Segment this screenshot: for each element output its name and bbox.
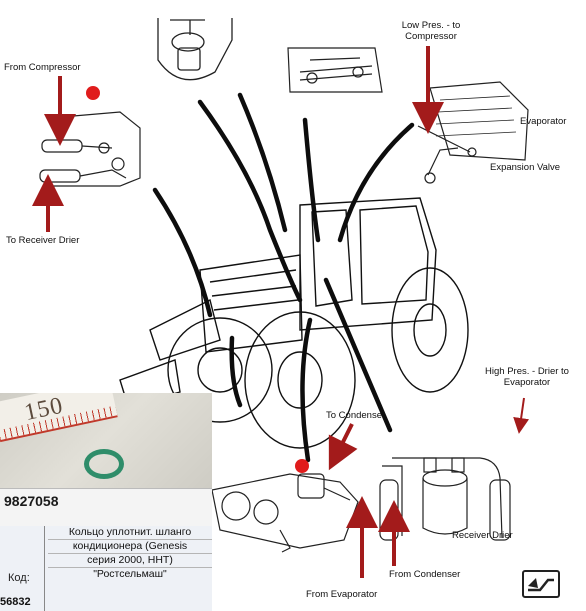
description-line-3: серия 2000, HHT)	[48, 554, 212, 568]
product-sku: 9827058	[4, 493, 59, 509]
label-high-pres-line2: Evaporator	[503, 377, 551, 388]
return-arrow-icon[interactable]	[522, 570, 560, 598]
red-marker-top	[86, 86, 100, 100]
top-fitting-inset	[157, 18, 233, 81]
ruler: 150	[0, 393, 118, 443]
label-to-receiver-drier: To Receiver Drier	[6, 235, 80, 246]
product-info: Код: 56832 Кольцо уплотнит. шланго конди…	[0, 526, 212, 611]
label-evaporator: Evaporator	[520, 116, 567, 127]
hose-lines	[152, 92, 415, 463]
code-value: 56832	[0, 596, 31, 608]
label-from-evaporator: From Evaporator	[306, 589, 378, 600]
info-divider	[44, 526, 45, 611]
description-line-1: Кольцо уплотнит. шланго	[48, 526, 212, 540]
condenser-fitting-inset	[211, 473, 359, 553]
description-line-2: кондиционера (Genesis	[48, 540, 212, 554]
code-label: Код:	[8, 572, 30, 584]
label-expansion-valve: Expansion Valve	[490, 162, 561, 173]
red-arrows	[32, 46, 530, 578]
arrow-high-pres	[513, 397, 530, 434]
label-from-compressor: From Compressor	[4, 62, 81, 73]
label-to-condenser: To Condenser	[326, 410, 386, 421]
product-description: Кольцо уплотнит. шланго кондиционера (Ge…	[48, 526, 212, 581]
arrow-to-condenser	[328, 423, 358, 471]
label-from-condenser: From Condenser	[389, 569, 461, 580]
return-arrow-glyph	[528, 578, 554, 592]
description-line-4: "Ростсельмаш"	[93, 568, 167, 580]
tractor	[119, 197, 469, 449]
red-marker-bottom	[295, 459, 309, 473]
discharge-hose-inset	[39, 111, 141, 187]
label-high-pres: High Pres. - Drier to Evaporator	[476, 366, 578, 388]
label-low-pres-line2: Compressor	[405, 31, 457, 42]
label-receiver-drier: Receiver Drier	[452, 530, 513, 541]
receiver-drier-inset	[379, 457, 511, 541]
label-high-pres-line1: High Pres. - Drier to	[485, 366, 569, 377]
product-card[interactable]: 150 9827058 Код: 56832 Кольцо уплотнит. …	[0, 393, 212, 611]
o-ring-seal	[84, 449, 124, 479]
label-low-pres-line1: Low Pres. - to	[401, 20, 461, 31]
sku-band: 9827058	[0, 488, 212, 527]
compressor-inset	[287, 47, 383, 93]
label-low-pres: Low Pres. - to Compressor	[396, 20, 466, 42]
